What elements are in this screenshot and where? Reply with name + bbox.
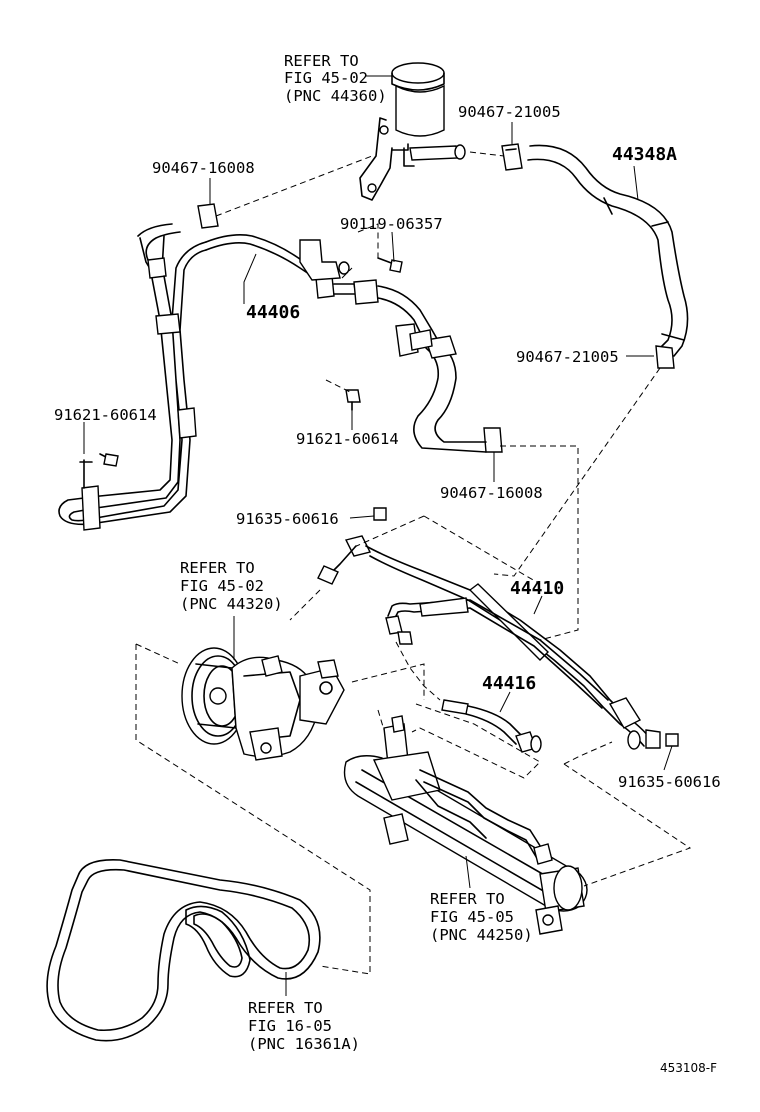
refer-reservoir-line2: FIG 45-02	[284, 69, 368, 87]
label-90467-16008-top: 90467-16008	[152, 159, 255, 177]
label-91635-60616-top: 91635-60616	[236, 510, 339, 528]
label-90467-16008-mid: 90467-16008	[440, 484, 543, 502]
label-44416: 44416	[482, 673, 536, 694]
return-hose-44348A	[527, 144, 689, 357]
refer-gear-line3: (PNC 44250)	[430, 926, 533, 944]
dashed-leaders	[135, 151, 692, 975]
bolt-90119-06357	[377, 257, 403, 273]
refer-belt-line1: REFER TO	[248, 999, 323, 1017]
refer-reservoir-line3: (PNC 44360)	[284, 87, 387, 105]
label-90467-21005-top: 90467-21005	[458, 103, 561, 121]
refer-belt-line3: (PNC 16361A)	[248, 1035, 360, 1053]
pressure-tube-44416	[441, 699, 542, 753]
clamp-90467-16008-mid	[483, 427, 503, 453]
reservoir-tank	[359, 62, 466, 201]
refer-pump-line1: REFER TO	[180, 559, 255, 577]
gasket-91635-60616-top	[373, 507, 387, 521]
clamp-90467-16008-top	[197, 203, 219, 229]
label-44410: 44410	[510, 578, 564, 599]
refer-pump-line3: (PNC 44320)	[180, 595, 283, 613]
label-44348A: 44348A	[612, 144, 677, 165]
clamp-90467-21005-right	[655, 345, 675, 369]
steering-gear-housing	[343, 715, 588, 935]
label-leaders	[83, 75, 673, 996]
label-91621-60614-left: 91621-60614	[54, 406, 157, 424]
label-90467-21005-right: 90467-21005	[516, 348, 619, 366]
label-91635-60616-right: 91635-60616	[618, 773, 721, 791]
vane-pump	[181, 647, 345, 761]
label-90119-06357: 90119-06357	[340, 215, 443, 233]
pressure-tube-44410	[317, 535, 661, 750]
clamp-90467-21005-top	[501, 143, 523, 171]
refer-belt-line2: FIG 16-05	[248, 1017, 332, 1035]
v-ribbed-belt	[46, 859, 321, 1042]
bolt-91621-60614-left	[99, 453, 119, 467]
bolt-91621-60614-mid	[345, 389, 361, 411]
figure-id: 453108-F	[660, 1061, 717, 1075]
label-91621-60614-mid: 91621-60614	[296, 430, 399, 448]
refer-pump-line2: FIG 45-02	[180, 577, 264, 595]
gasket-91635-60616-right	[665, 733, 679, 747]
refer-reservoir-line1: REFER TO	[284, 52, 359, 70]
cooler-pipe-44406	[58, 223, 487, 531]
refer-gear-line1: REFER TO	[430, 890, 505, 908]
label-44406: 44406	[246, 302, 300, 323]
refer-gear-line2: FIG 45-05	[430, 908, 514, 926]
